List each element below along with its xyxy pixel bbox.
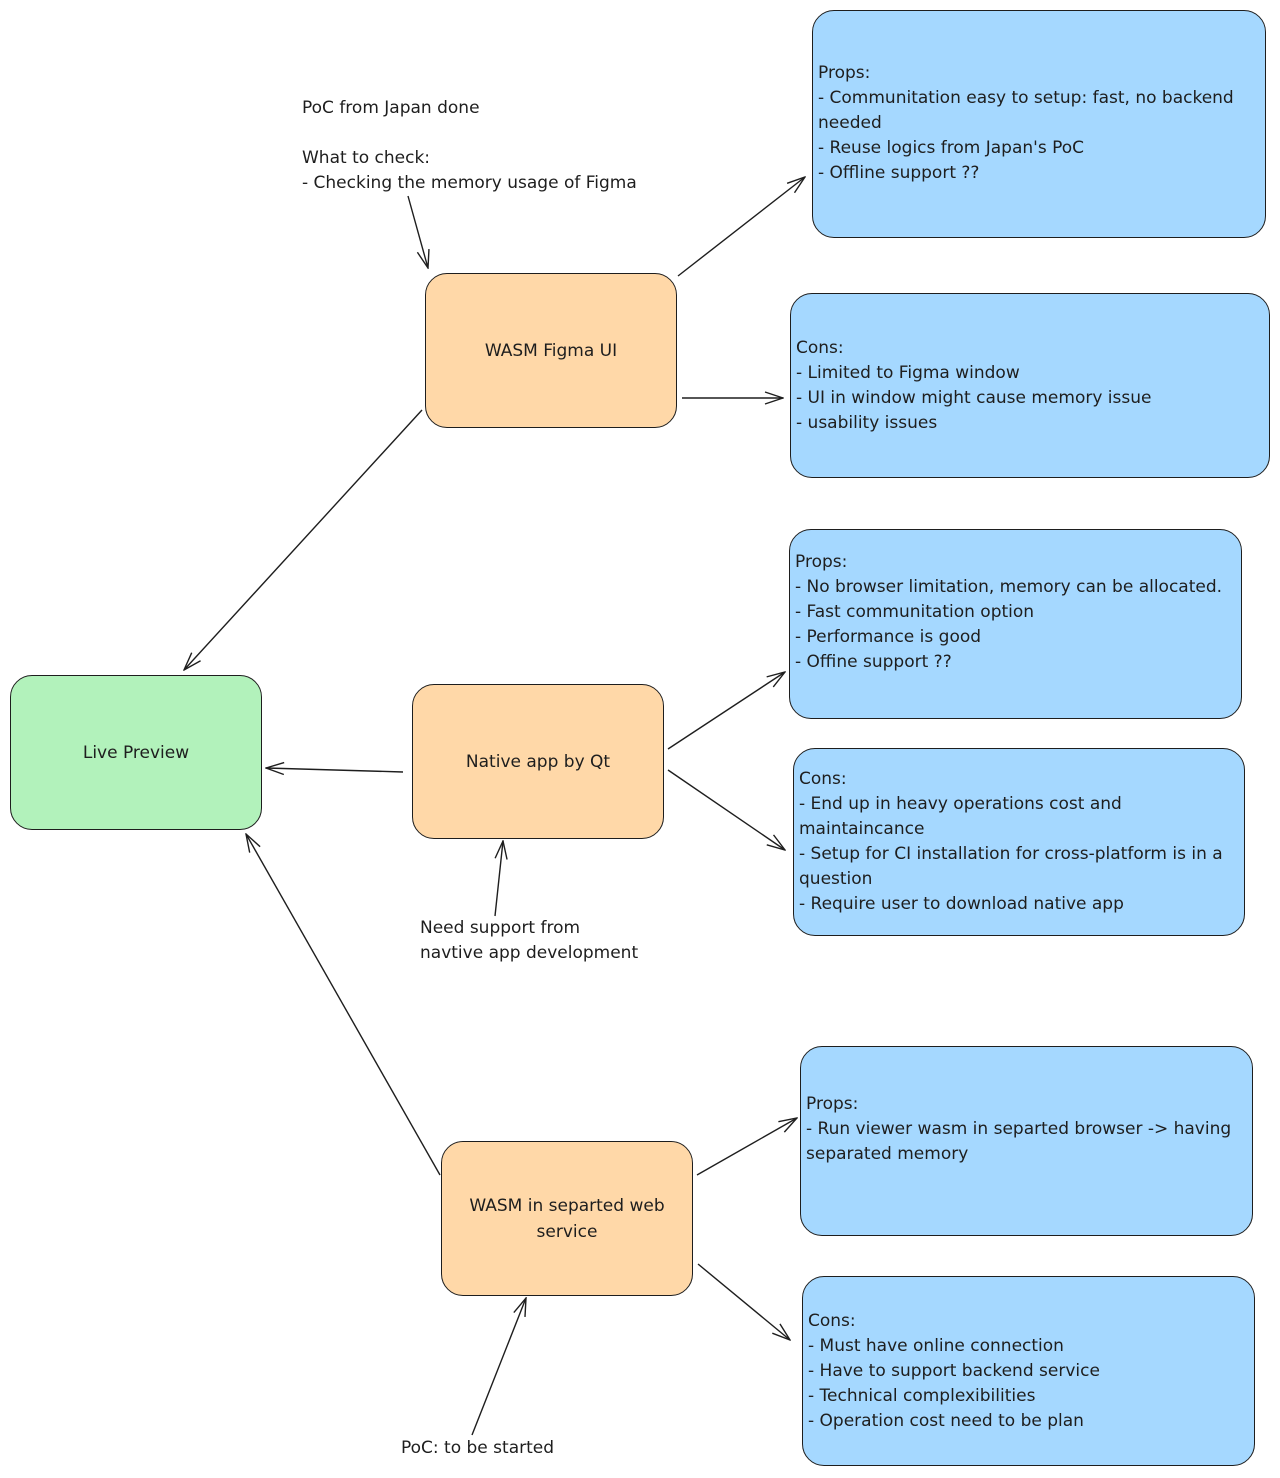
card-wasm-web-props[interactable]: Props: - Run viewer wasm in separted bro… xyxy=(800,1046,1253,1236)
card-line: Props: xyxy=(795,552,848,572)
note-line: Need support from xyxy=(420,918,581,938)
arrow-web-to-cons xyxy=(697,1263,790,1340)
card-line: - No browser limitation, memory can be a… xyxy=(795,577,1223,597)
card-line: - Setup for CI installation for cross-pl… xyxy=(799,844,1223,889)
note-line xyxy=(302,121,637,146)
note-native-qt: Need support from navtive app developmen… xyxy=(420,916,638,966)
node-wasm-figma-ui-label: WASM Figma UI xyxy=(484,340,618,361)
note-line: What to check: xyxy=(302,148,431,168)
note-line: PoC: to be started xyxy=(401,1438,555,1458)
card-native-qt-cons[interactable]: Cons: - End up in heavy operations cost … xyxy=(793,748,1245,936)
note-line: navtive app development xyxy=(420,943,639,963)
arrow-qt-to-live-preview xyxy=(266,768,404,772)
card-line: - Reuse logics from Japan's PoC xyxy=(818,138,1085,158)
note-wasm-figma: PoC from Japan done What to check: - Che… xyxy=(302,96,637,196)
node-live-preview-label: Live Preview xyxy=(82,742,190,763)
card-line: - Performance is good xyxy=(795,627,982,647)
card-line: - Have to support backend service xyxy=(808,1361,1100,1381)
card-wasm-figma-props[interactable]: Props: - Communitation easy to setup: fa… xyxy=(812,10,1266,238)
arrow-qt-to-props xyxy=(667,672,785,750)
card-line: Cons: xyxy=(799,769,847,789)
card-line: - Fast communitation option xyxy=(795,602,1035,622)
card-line: Cons: xyxy=(808,1311,856,1331)
node-wasm-figma-ui[interactable]: WASM Figma UI xyxy=(425,273,677,428)
arrow-note-to-web xyxy=(471,1298,526,1436)
node-wasm-web-service[interactable]: WASM in separted web service xyxy=(441,1141,693,1296)
card-line: - Must have online connection xyxy=(808,1336,1064,1356)
arrow-figma-to-live-preview xyxy=(184,409,423,670)
card-line: Props: xyxy=(806,1094,859,1114)
note-wasm-web: PoC: to be started xyxy=(401,1436,554,1461)
node-native-app-qt-label: Native app by Qt xyxy=(465,751,611,772)
note-line: - Checking the memory usage of Figma xyxy=(302,173,637,193)
card-line: - Limited to Figma window xyxy=(796,363,1020,383)
arrow-web-to-props xyxy=(696,1118,797,1176)
arrow-web-to-live-preview xyxy=(246,834,441,1176)
card-wasm-web-cons[interactable]: Cons: - Must have online connection - Ha… xyxy=(802,1276,1255,1466)
card-wasm-figma-cons[interactable]: Cons: - Limited to Figma window - UI in … xyxy=(790,293,1270,478)
arrow-note-to-qt xyxy=(494,841,503,917)
card-native-qt-props[interactable]: Props: - No browser limitation, memory c… xyxy=(789,529,1242,719)
card-line: - Communitation easy to setup: fast, no … xyxy=(818,88,1234,133)
node-live-preview[interactable]: Live Preview xyxy=(10,675,262,830)
arrow-note-to-figma xyxy=(407,195,428,268)
arrow-qt-to-cons xyxy=(667,769,785,850)
card-line: Props: xyxy=(818,63,871,83)
card-line: - End up in heavy operations cost and ma… xyxy=(799,794,1122,839)
card-line: - Require user to download native app xyxy=(799,894,1124,914)
card-line: Cons: xyxy=(796,338,844,358)
arrow-figma-to-props xyxy=(677,177,805,277)
card-line: - Technical complexibilities xyxy=(808,1386,1036,1406)
note-line: PoC from Japan done xyxy=(302,98,480,118)
card-line: - UI in window might cause memory issue xyxy=(796,388,1152,408)
card-line: - Run viewer wasm in separted browser ->… xyxy=(806,1119,1232,1164)
card-line: - Offine support ?? xyxy=(795,652,952,672)
node-wasm-web-service-label: WASM in separted web service xyxy=(469,1195,665,1242)
card-line: - Offline support ?? xyxy=(818,163,980,183)
card-line: - Operation cost need to be plan xyxy=(808,1411,1084,1431)
node-native-app-qt[interactable]: Native app by Qt xyxy=(412,684,664,839)
card-line: - usability issues xyxy=(796,413,938,433)
